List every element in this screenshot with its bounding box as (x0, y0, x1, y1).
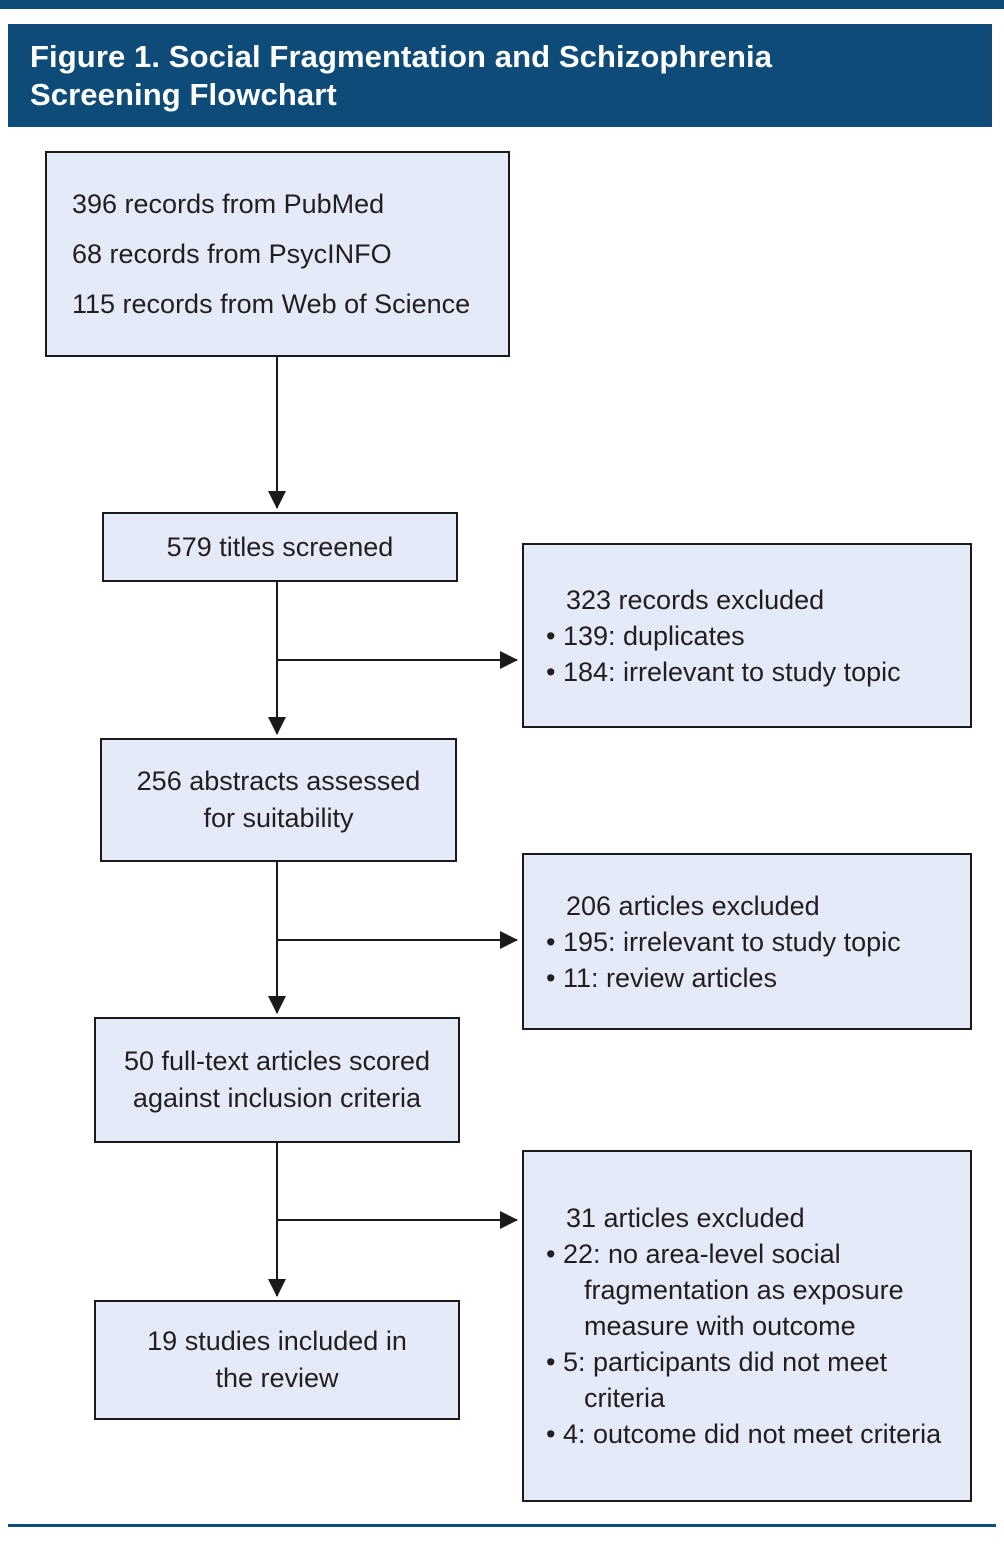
studies-included-line1: 19 studies included in (147, 1326, 407, 1356)
records-psycinfo: 68 records from PsycINFO (72, 239, 392, 269)
fulltext-scored-line2: against inclusion criteria (132, 1083, 422, 1113)
node-excluded-abstracts: 206 articles excluded • 195: irrelevant … (522, 853, 972, 1030)
abstracts-assessed-line1: 256 abstracts assessed (136, 766, 421, 796)
studies-included-line2: the review (215, 1363, 339, 1393)
top-rule (0, 0, 1004, 9)
excluded-abstracts-bullet: • 195: irrelevant to study topic (546, 926, 901, 957)
node-excluded-fulltext: 31 articles excluded • 22: no area-level… (522, 1150, 972, 1502)
fulltext-scored-line1: 50 full-text articles scored (123, 1046, 431, 1076)
figure-title-line2: Screening Flowchart (30, 76, 337, 112)
figure-title-line1: Figure 1. Social Fragmentation and Schiz… (30, 38, 773, 74)
figure-title-banner: Figure 1. Social Fragmentation and Schiz… (8, 24, 992, 127)
excluded-fulltext-bullet: • 5: participants did not meet criteria (546, 1347, 888, 1413)
records-pubmed: 396 records from PubMed (72, 189, 385, 219)
node-abstracts-assessed: 256 abstracts assessed for suitability (100, 738, 457, 862)
node-excluded-titles: 323 records excluded • 139: duplicates •… (522, 543, 972, 728)
excluded-abstracts-header: 206 articles excluded (566, 890, 820, 921)
excluded-fulltext-bullet: • 22: no area-level social fragmentation… (546, 1239, 904, 1341)
excluded-titles-bullet: • 184: irrelevant to study topic (546, 656, 901, 687)
node-studies-included: 19 studies included in the review (94, 1300, 460, 1420)
excluded-abstracts-bullet: • 11: review articles (546, 962, 778, 993)
titles-screened-label: 579 titles screened (166, 531, 394, 562)
node-titles-screened: 579 titles screened (102, 512, 458, 582)
abstracts-assessed-line2: for suitability (203, 803, 354, 833)
excluded-fulltext-header: 31 articles excluded (566, 1203, 805, 1233)
node-records-sources: 396 records from PubMed 68 records from … (45, 151, 510, 357)
excluded-fulltext-bullet: • 4: outcome did not meet criteria (546, 1419, 942, 1449)
records-web-of-science: 115 records from Web of Science (72, 289, 471, 319)
excluded-titles-bullet: • 139: duplicates (546, 620, 745, 651)
excluded-titles-header: 323 records excluded (566, 584, 825, 615)
node-fulltext-scored: 50 full-text articles scored against inc… (94, 1017, 460, 1143)
bottom-rule (8, 1524, 996, 1527)
